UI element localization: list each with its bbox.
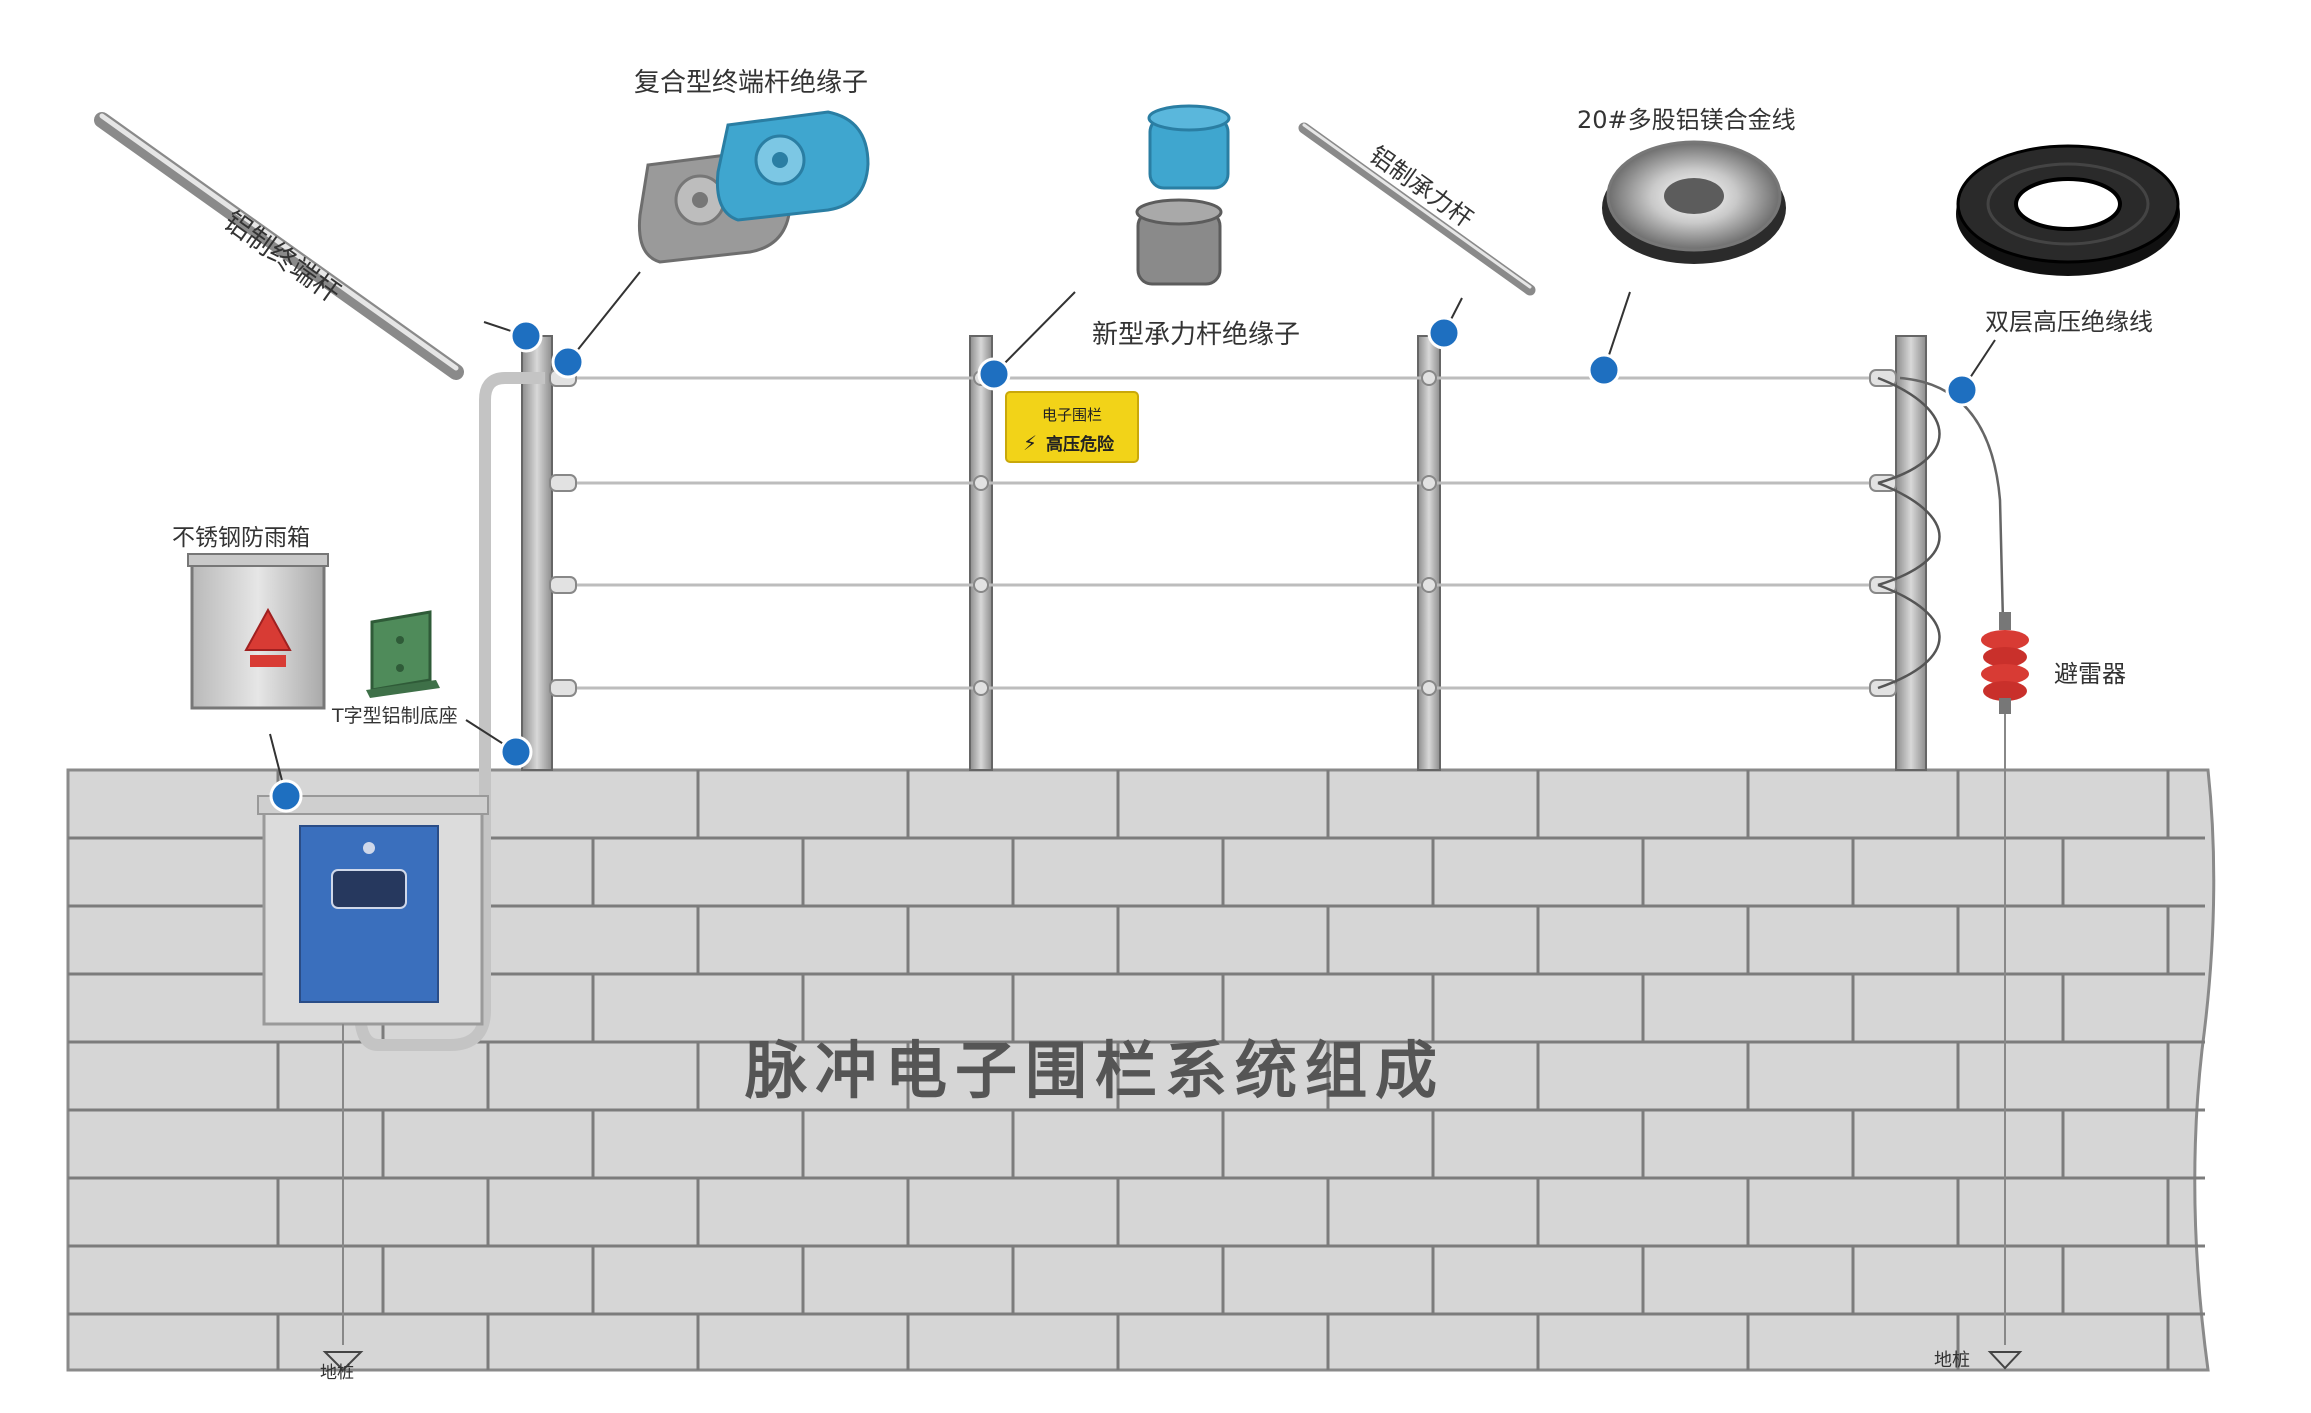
ground-symbol-left-icon: [322, 1351, 364, 1372]
diagram-title: 脉冲电子围栏系统组成: [745, 1034, 1446, 1107]
brick-wall: [66, 768, 2216, 1372]
marker-alloy-wire: [1587, 353, 1621, 387]
support-pole-image: [1298, 122, 1536, 296]
callout-markers: [269, 316, 1979, 813]
hazard-icon: [244, 607, 292, 651]
marker-rainproof-box: [269, 779, 303, 813]
sign-line-2: 高压危险: [1046, 434, 1115, 455]
pulse-controller: [299, 825, 439, 1003]
label-support-insulator: 新型承力杆绝缘子: [1092, 320, 1301, 350]
label-ground-right: 地桩: [1934, 1350, 1970, 1371]
ground-symbol-right-icon: [1987, 1351, 2023, 1370]
support-post-2: [1417, 335, 1441, 771]
sign-line-1: 电子围栏: [1042, 406, 1102, 424]
alloy-wire-spool-image: [1602, 140, 1786, 264]
support-post-1: [969, 335, 993, 771]
terminal-pole-image: [94, 112, 464, 380]
controller-display: [331, 869, 407, 909]
fence-posts: [521, 335, 1927, 771]
fence-wires: [552, 376, 1896, 690]
terminal-post-right: [1895, 335, 1927, 771]
controller-logo-icon: [363, 842, 375, 854]
hv-conduit-left: [354, 372, 545, 1051]
marker-hv-cable: [1945, 373, 1979, 407]
t-base-image: [366, 610, 440, 698]
support-insulator-image: [1135, 104, 1231, 286]
label-rainproof-box: 不锈钢防雨箱: [172, 525, 310, 551]
label-t-base: T字型铝制底座: [332, 705, 458, 727]
label-alloy-wire: 20#多股铝镁合金线: [1577, 106, 1796, 134]
controller-housing: [257, 795, 489, 1026]
label-hv-cable: 双层高压绝缘线: [1985, 308, 2153, 336]
label-terminal-insulator: 复合型终端杆绝缘子: [634, 68, 869, 98]
warning-sign: 电子围栏 高压危险 ⚡: [1005, 391, 1139, 463]
marker-terminal-pole: [509, 319, 543, 353]
terminal-post-left: [521, 335, 553, 771]
marker-support-insulator: [977, 357, 1011, 391]
marker-terminal-insulator: [551, 345, 585, 379]
label-ground-left: 地桩: [320, 1363, 354, 1383]
rainproof-box-image: [187, 553, 329, 710]
lightning-arrester-icon: [1981, 612, 2029, 714]
danger-icon: ⚡: [1023, 431, 1037, 455]
terminal-insulator-image: [637, 110, 870, 264]
marker-support-pole: [1427, 316, 1461, 350]
hv-cable-coil-image: [1956, 144, 2180, 276]
post-insulators: [549, 369, 1897, 697]
jumper-wires: [1877, 376, 1941, 690]
hv-cable-right: [1899, 376, 2005, 623]
label-lightning-arrester: 避雷器: [2054, 660, 2126, 688]
marker-t-base: [499, 735, 533, 769]
